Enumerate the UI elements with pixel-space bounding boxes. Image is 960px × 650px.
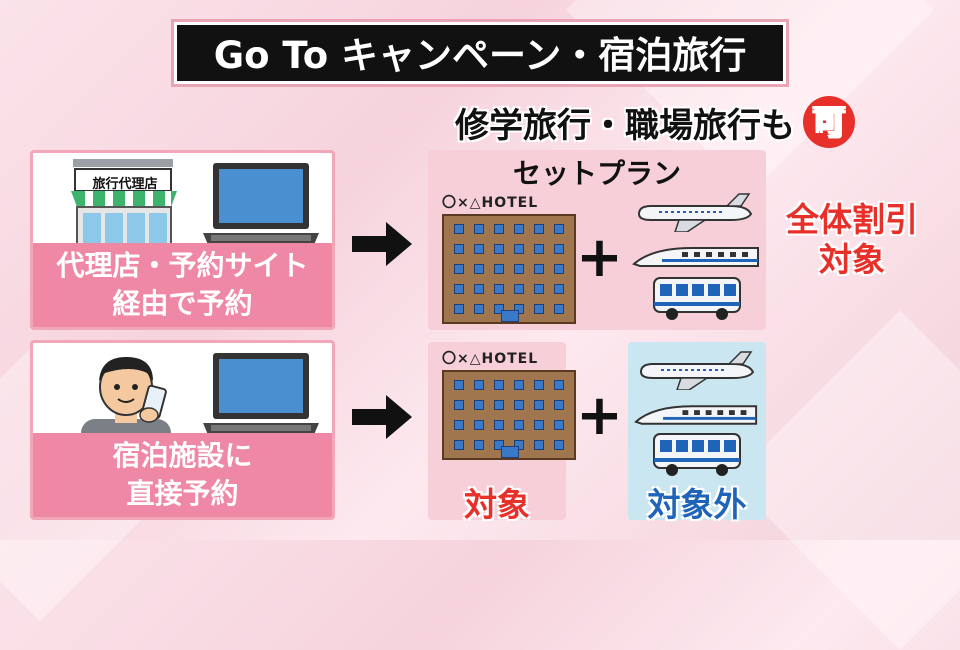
plus-icon: + xyxy=(576,225,623,290)
transport-not-eligible-label: 対象外 xyxy=(647,485,747,524)
bus-icon xyxy=(653,277,741,320)
direct-booking-card: 宿泊施設に 直接予約 xyxy=(30,340,335,520)
caption-line1: 代理店・予約サイト xyxy=(56,249,309,282)
agency-booking-card: 旅行代理店 代理店・予約サイト 経由で予約 xyxy=(30,150,335,330)
subtitle-text: 修学旅行・職場旅行も xyxy=(455,105,795,146)
laptop-icon xyxy=(203,353,319,437)
laptop-icon xyxy=(203,163,319,247)
direct-booking-caption: 宿泊施設に 直接予約 xyxy=(33,433,332,517)
bullet-train-icon xyxy=(632,247,759,267)
airplane-icon xyxy=(637,193,753,232)
right-arrow-icon xyxy=(352,222,412,266)
result-line2: 対象 xyxy=(819,240,885,279)
subtitle: 修学旅行・職場旅行も 可 xyxy=(455,96,855,148)
caption-line2: 経由で予約 xyxy=(112,287,253,320)
set-plan-title: セットプラン xyxy=(512,157,681,190)
hotel-sign: 〇×△HOTEL xyxy=(442,195,539,211)
caption-line2: 直接予約 xyxy=(126,477,239,510)
page-title: Go To キャンペーン・宿泊旅行 xyxy=(174,22,786,84)
overall-discount-label: 全体割引 対象 xyxy=(772,200,932,280)
right-arrow-icon xyxy=(352,395,412,439)
bus-icon xyxy=(653,433,741,476)
hotel-sign: 〇×△HOTEL xyxy=(442,351,539,367)
airplane-icon xyxy=(639,351,755,390)
hotel-building-icon: 〇×△HOTEL xyxy=(442,192,576,324)
shop-sign-text: 旅行代理店 xyxy=(92,177,158,192)
plus-icon: + xyxy=(576,383,623,448)
allowed-badge: 可 xyxy=(803,96,855,148)
caption-line1: 宿泊施設に xyxy=(112,439,253,472)
agency-booking-caption: 代理店・予約サイト 経由で予約 xyxy=(33,243,332,327)
hotel-eligible-label: 対象 xyxy=(464,485,530,524)
hotel-building-icon: 〇×△HOTEL xyxy=(442,348,576,460)
result-line1: 全体割引 xyxy=(786,200,918,239)
bullet-train-icon xyxy=(634,405,758,425)
